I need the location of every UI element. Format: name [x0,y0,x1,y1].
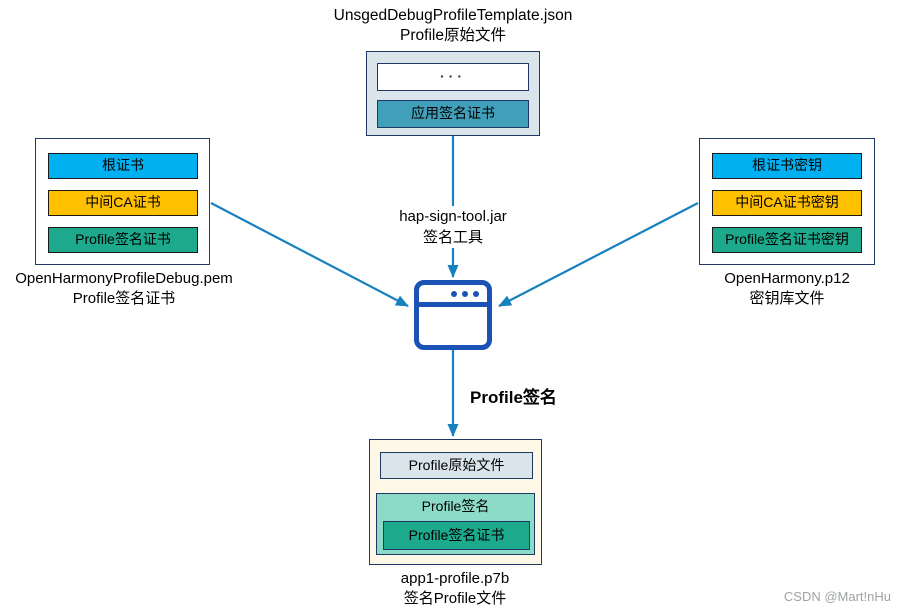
profile-sign-key-item: Profile签名证书密钥 [712,227,862,253]
titlebar-dot-icon [473,290,479,297]
profile-original-item: Profile原始文件 [380,452,533,479]
profile-cert-caption: OpenHarmonyProfileDebug.pem Profile签名证书 [4,269,244,309]
arrow-certs-to-tool [210,202,409,307]
intermediate-ca-key-item: 中间CA证书密钥 [712,190,862,216]
signed-profile-file-name: app1-profile.p7b [400,570,510,587]
keystore-caption: OpenHarmony.p12 密钥库文件 [687,269,887,309]
app-window-icon [414,280,492,350]
intermediate-ca-cert-item: 中间CA证书 [48,190,198,216]
app-window-titlebar [419,285,487,307]
profile-cert-file-type: Profile签名证书 [72,290,176,307]
profile-cert-file-name: OpenHarmonyProfileDebug.pem [15,270,233,287]
csdn-watermark: CSDN @Mart!nHu [783,589,891,604]
app-sign-cert-item: 应用签名证书 [377,100,529,128]
signed-profile-file-type: 签名Profile文件 [403,590,507,607]
root-cert-item: 根证书 [48,153,198,179]
profile-signature-label: Profile签名 [421,498,490,514]
sign-tool-file-name: hap-sign-tool.jar [395,206,511,227]
profile-signature-block: Profile签名 Profile签名证书 [376,493,535,555]
template-file-box: ··· 应用签名证书 [366,51,540,136]
profile-cert-box: 根证书 中间CA证书 Profile签名证书 [35,138,210,265]
template-file-name: UnsgedDebugProfileTemplate.json [333,7,573,24]
profile-signature-cert-item: Profile签名证书 [383,521,530,550]
sign-tool-caption: hap-sign-tool.jar 签名工具 [353,206,553,248]
sign-tool-label: 签名工具 [418,227,487,248]
keystore-file-type: 密钥库文件 [749,290,825,307]
arrow-keys-to-tool [498,202,699,307]
profile-sign-cert-item: Profile签名证书 [48,227,198,253]
titlebar-dot-icon [451,290,457,297]
keystore-box: 根证书密钥 中间CA证书密钥 Profile签名证书密钥 [699,138,875,265]
titlebar-dot-icon [462,290,468,297]
keystore-file-name: OpenHarmony.p12 [724,270,850,287]
template-file-type: Profile原始文件 [400,27,506,44]
profile-sign-action-label: Profile签名 [470,388,557,407]
template-file-title: UnsgedDebugProfileTemplate.json Profile原… [303,6,603,46]
signed-profile-box: Profile原始文件 Profile签名 Profile签名证书 [369,439,542,565]
template-content-placeholder: ··· [377,63,529,91]
signed-profile-caption: app1-profile.p7b 签名Profile文件 [355,569,555,609]
root-cert-key-item: 根证书密钥 [712,153,862,179]
